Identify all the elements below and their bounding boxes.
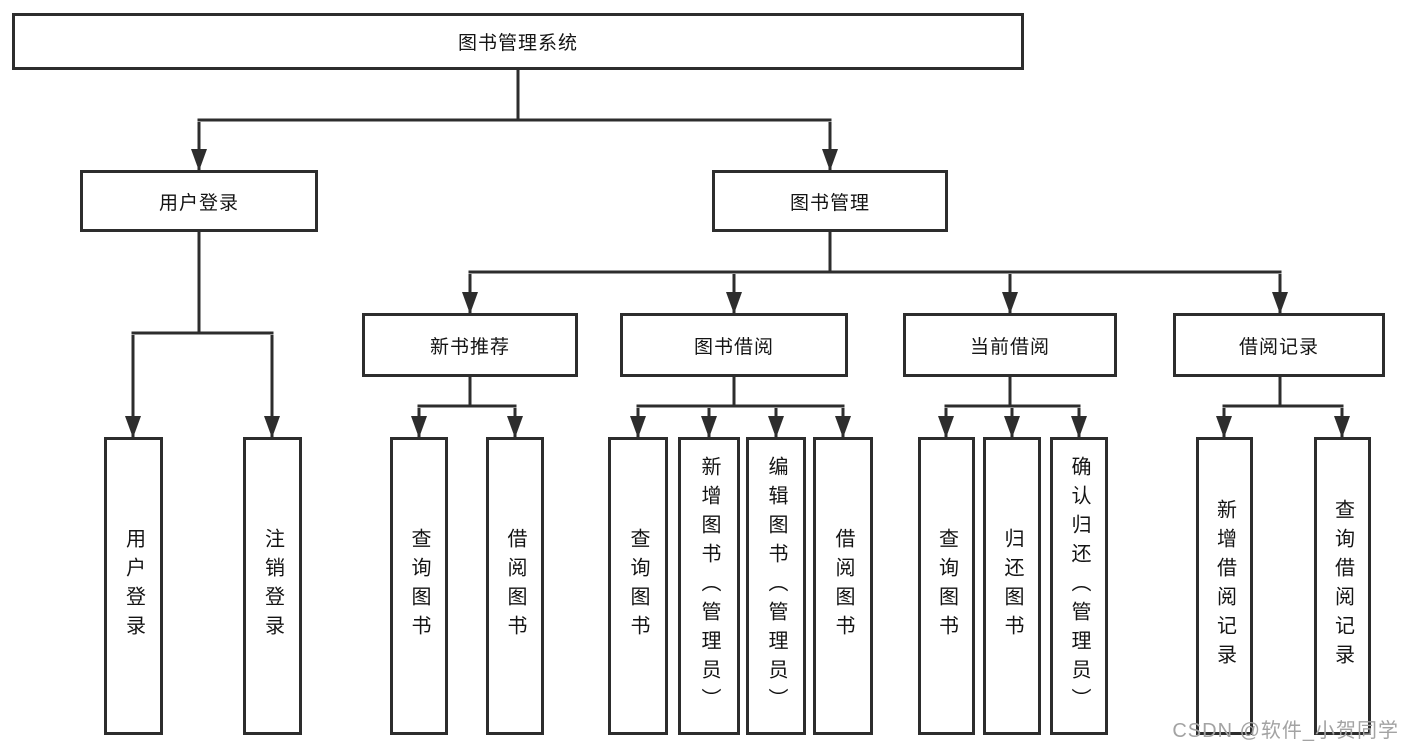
- node-current-return-book-label: 归还图书: [1001, 528, 1023, 644]
- node-borrow-edit-book-admin-label: 编辑图书（管理员）: [765, 455, 787, 717]
- node-borrow-borrow-book: 借阅图书: [813, 437, 873, 735]
- node-new-book-recommendation: 新书推荐: [362, 313, 578, 377]
- node-borrow-query-book: 查询图书: [608, 437, 668, 735]
- node-book-management: 图书管理: [712, 170, 948, 232]
- node-borrow-edit-book-admin: 编辑图书（管理员）: [746, 437, 806, 735]
- node-rec-query-book-label: 查询图书: [408, 528, 430, 644]
- node-logout-login-label: 注销登录: [261, 528, 284, 644]
- node-borrowing-records: 借阅记录: [1173, 313, 1385, 377]
- node-current-confirm-return-admin-label: 确认归还（管理员）: [1068, 455, 1090, 717]
- node-current-query-book: 查询图书: [918, 437, 975, 735]
- node-borrow-query-book-label: 查询图书: [627, 528, 649, 644]
- node-book-borrowing: 图书借阅: [620, 313, 848, 377]
- node-current-borrowing: 当前借阅: [903, 313, 1117, 377]
- node-user-login-group: 用户登录: [80, 170, 318, 232]
- node-records-add-record-label: 新增借阅记录: [1213, 499, 1236, 673]
- node-records-query-record-label: 查询借阅记录: [1331, 499, 1354, 673]
- node-current-confirm-return-admin: 确认归还（管理员）: [1050, 437, 1108, 735]
- node-logout-login: 注销登录: [243, 437, 302, 735]
- node-borrow-borrow-book-label: 借阅图书: [832, 528, 854, 644]
- node-records-query-record: 查询借阅记录: [1314, 437, 1371, 735]
- node-current-query-book-label: 查询图书: [935, 528, 958, 644]
- node-records-add-record: 新增借阅记录: [1196, 437, 1253, 735]
- node-borrow-add-book-admin: 新增图书（管理员）: [678, 437, 740, 735]
- watermark: CSDN @软件_小贺同学: [1172, 720, 1399, 742]
- node-rec-borrow-book-label: 借阅图书: [504, 528, 526, 644]
- node-root-system: 图书管理系统: [12, 13, 1024, 70]
- node-current-return-book: 归还图书: [983, 437, 1041, 735]
- node-rec-query-book: 查询图书: [390, 437, 448, 735]
- node-borrow-add-book-admin-label: 新增图书（管理员）: [698, 455, 720, 717]
- node-user-login-label: 用户登录: [122, 528, 145, 644]
- node-rec-borrow-book: 借阅图书: [486, 437, 544, 735]
- node-user-login: 用户登录: [104, 437, 163, 735]
